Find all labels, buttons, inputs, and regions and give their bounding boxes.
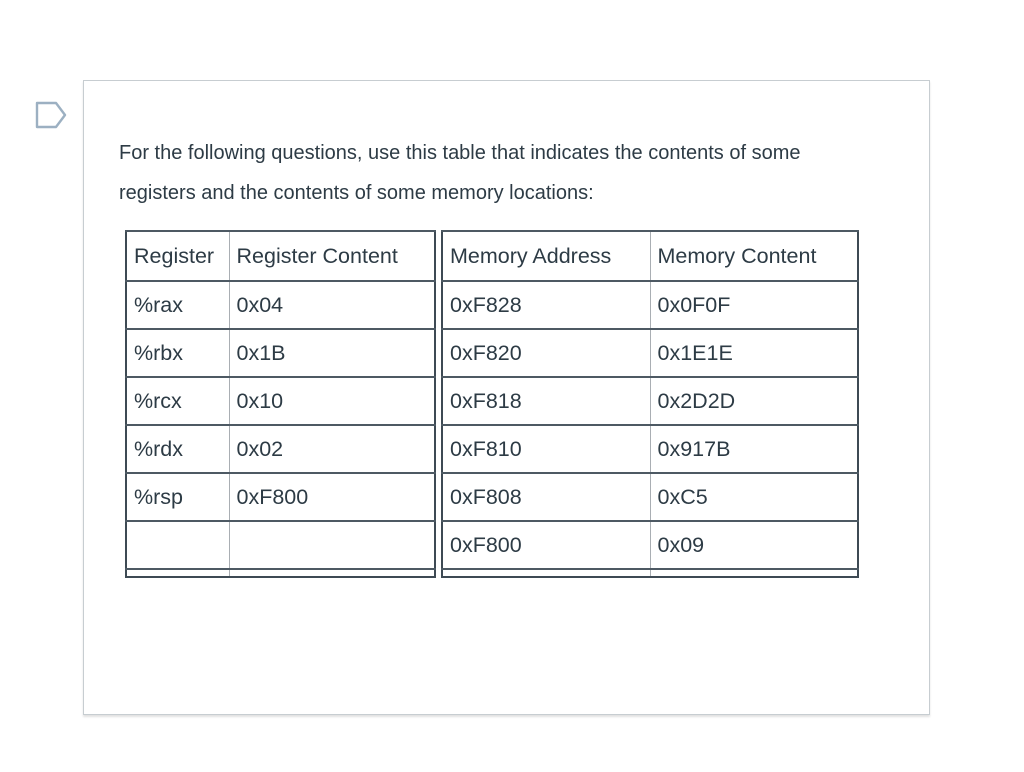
table-cell: 0xF800 (228, 472, 435, 521)
table-cell: 0xF800 (441, 520, 650, 569)
column-header: Register (125, 230, 229, 281)
question-text: For the following questions, use this ta… (119, 133, 899, 213)
table-cell: 0xF808 (441, 472, 650, 521)
column-header: Memory Content (649, 230, 858, 281)
table-cell: %rsp (125, 472, 229, 521)
question-marker-icon[interactable] (35, 101, 67, 129)
question-text-line: registers and the contents of some memor… (119, 182, 594, 204)
table-cell: 0x2D2D (649, 376, 858, 425)
table-cell: 0x02 (228, 424, 435, 473)
column-header: Memory Address (441, 230, 650, 281)
table-cell: 0x10 (228, 376, 435, 425)
table-cell: 0xC5 (649, 472, 858, 521)
table-row (125, 520, 435, 569)
table-cell: 0xF828 (441, 280, 650, 329)
partial-row (441, 568, 858, 577)
table-cell (441, 568, 650, 577)
table-cell (125, 520, 229, 569)
column-header: Register Content (228, 230, 435, 281)
question-text-line: For the following questions, use this ta… (119, 142, 801, 164)
table-cell (228, 520, 435, 569)
table-cell: 0x0F0F (649, 280, 858, 329)
table-cell: 0xF820 (441, 328, 650, 377)
question-card: For the following questions, use this ta… (83, 80, 930, 715)
table-cell: %rdx (125, 424, 229, 473)
table-cell: 0x917B (649, 424, 858, 473)
table-cell (228, 568, 435, 577)
pentagon-tag-icon (35, 101, 67, 129)
table-cell (649, 568, 858, 577)
table-cell: 0x1E1E (649, 328, 858, 377)
table-cell: 0xF818 (441, 376, 650, 425)
partial-row (125, 568, 435, 577)
table-cell: %rax (125, 280, 229, 329)
table-cell: 0xF810 (441, 424, 650, 473)
table-cell: 0x1B (228, 328, 435, 377)
table-cell (125, 568, 229, 577)
table-cell: %rbx (125, 328, 229, 377)
table-cell: 0x04 (228, 280, 435, 329)
table-cell: 0x09 (649, 520, 858, 569)
table-cell: %rcx (125, 376, 229, 425)
